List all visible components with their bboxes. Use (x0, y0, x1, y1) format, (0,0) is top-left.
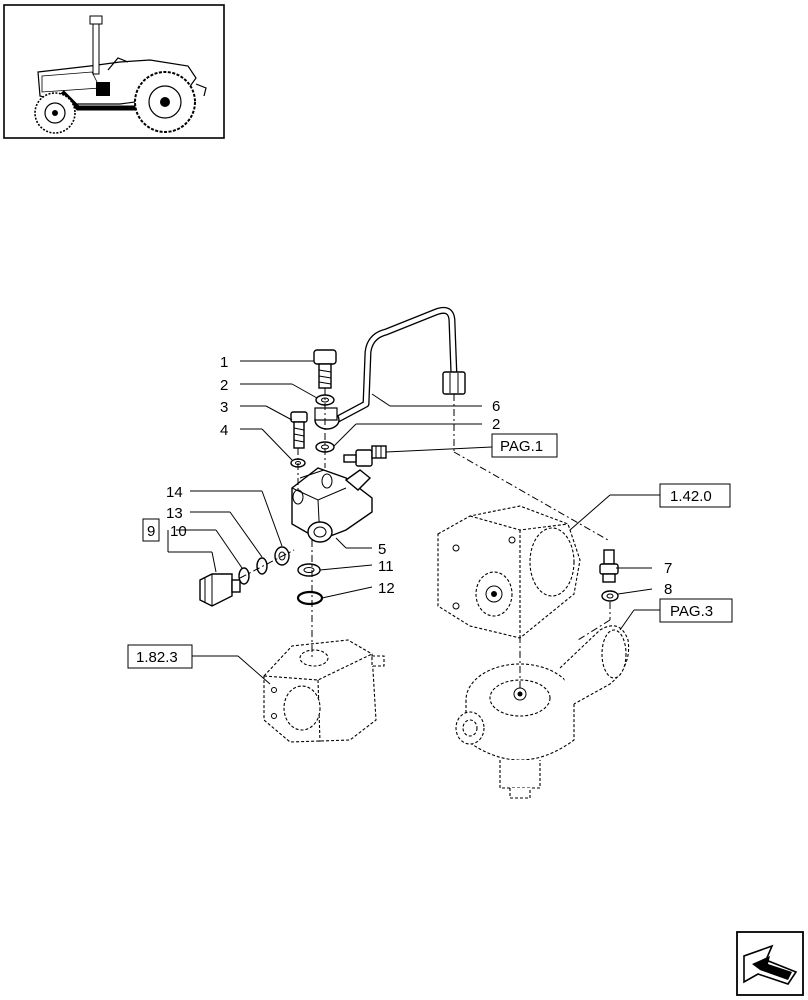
callout-5: 5 (378, 541, 386, 558)
fitting-7 (599, 549, 619, 583)
callout-7: 7 (664, 560, 672, 577)
ghost-lift-pump (263, 639, 385, 743)
ref-pag1[interactable]: PAG.1 (491, 433, 558, 458)
plug-10 (199, 573, 241, 607)
callout-10: 10 (170, 523, 187, 540)
next-page-arrow-icon[interactable] (736, 931, 804, 996)
callout-9: 9 (147, 523, 155, 540)
callout-1: 1 (220, 354, 228, 371)
callouts: 1 2 3 4 6 2 14 13 10 5 11 12 7 8 9 (142, 354, 672, 598)
ref-1-42-0[interactable]: 1.42.0 (659, 483, 731, 508)
callout-4: 4 (220, 422, 228, 439)
o-ring-13b (256, 557, 268, 575)
callout-13: 13 (166, 505, 183, 522)
callout-6: 6 (492, 398, 500, 415)
valve-block (291, 467, 373, 543)
callout-11: 11 (378, 558, 394, 575)
svg-text:1.82.3: 1.82.3 (136, 649, 178, 666)
callout-8: 8 (664, 581, 672, 598)
ref-1-82-3[interactable]: 1.82.3 (127, 644, 193, 669)
svg-text:1.42.0: 1.42.0 (670, 488, 712, 505)
tractor-thumbnail-icon[interactable] (3, 4, 225, 139)
ghost-gear-housing (455, 625, 630, 799)
bolt-1 (313, 349, 337, 389)
callout-12: 12 (378, 580, 395, 597)
callout-2-top: 2 (220, 377, 228, 394)
bolt-3 (290, 411, 308, 449)
hydraulic-pipe (314, 306, 466, 430)
ghost-hydraulic-pump (437, 505, 581, 639)
callout-2-bottom: 2 (492, 416, 500, 433)
washer-11 (297, 563, 321, 577)
o-ring-12 (296, 590, 324, 606)
callout-14: 14 (166, 484, 183, 501)
pag1-fitting (343, 445, 387, 467)
svg-text:PAG.3: PAG.3 (670, 603, 713, 620)
svg-text:PAG.1: PAG.1 (500, 438, 543, 455)
ref-pag3[interactable]: PAG.3 (659, 598, 733, 623)
washer-8 (601, 590, 619, 602)
alignment-lines (239, 388, 611, 690)
leader-lines (167, 360, 660, 685)
callout-3: 3 (220, 399, 228, 416)
